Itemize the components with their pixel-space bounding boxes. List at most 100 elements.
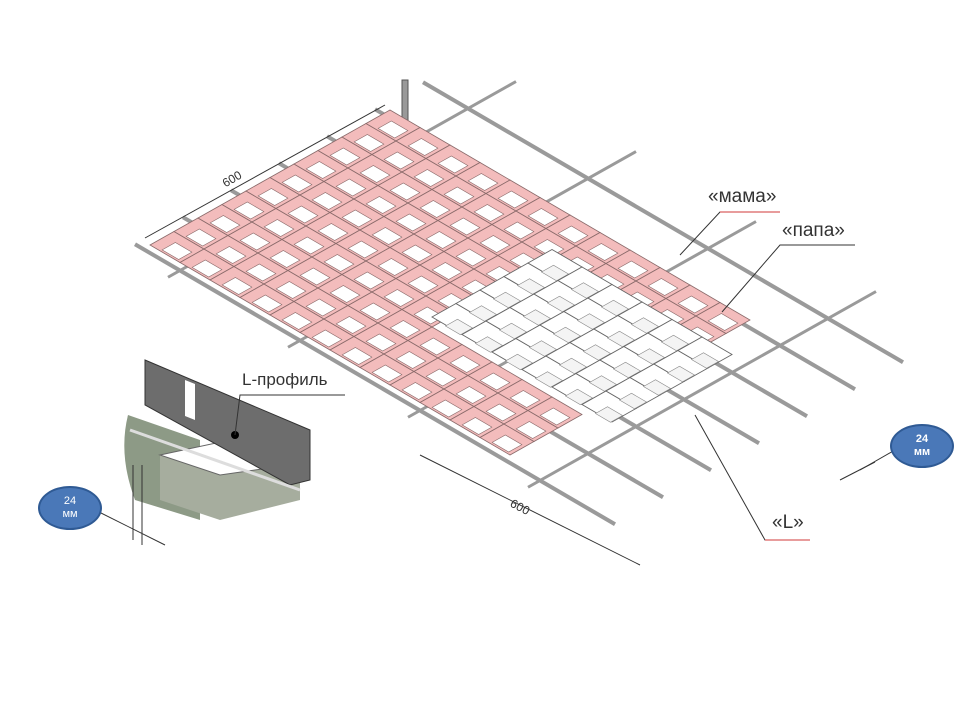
cell-opening <box>419 200 451 218</box>
cell-opening <box>395 351 427 369</box>
cell-opening <box>503 221 535 240</box>
white-cell-opening <box>498 322 528 340</box>
cell-opening <box>365 333 397 352</box>
cell-opening <box>245 263 277 282</box>
label-l-profile: L-профиль <box>242 370 328 389</box>
white-cell-opening <box>552 326 582 344</box>
cell-opening <box>587 243 619 261</box>
cell-opening <box>449 355 481 373</box>
cell-opening <box>491 434 523 453</box>
white-cell-opening <box>492 291 522 309</box>
white-cell-opening <box>618 392 648 410</box>
cell-opening <box>401 382 433 400</box>
cell-opening <box>425 231 457 249</box>
l-profile-inset <box>94 359 345 546</box>
white-cell-opening <box>528 340 558 357</box>
cell-opening <box>221 277 253 295</box>
cell-opening <box>497 190 529 209</box>
cell-opening <box>395 213 427 232</box>
cell-opening <box>383 151 415 170</box>
cell-opening <box>239 232 271 251</box>
cell-opening <box>407 275 439 294</box>
white-cell-opening <box>516 278 546 295</box>
pink-cell-grid <box>149 109 751 456</box>
cell-opening <box>353 271 385 290</box>
cell-opening <box>263 219 295 237</box>
cell-opening <box>311 192 343 210</box>
cell-opening <box>707 313 739 331</box>
cell-opening <box>269 250 301 268</box>
cell-opening <box>209 215 241 233</box>
cell-opening <box>413 169 445 187</box>
cell-opening <box>479 372 511 391</box>
white-cell-opening <box>468 305 498 322</box>
cell-opening <box>299 267 331 286</box>
badge-unit: мм <box>913 446 931 458</box>
white-cell-opening <box>570 282 600 299</box>
white-cell-opening <box>474 336 504 353</box>
cell-opening <box>281 312 313 330</box>
cell-opening <box>377 120 409 139</box>
badge-unit: мм <box>62 508 78 520</box>
cell-opening <box>185 228 217 247</box>
badge-24mm-right: 24 мм <box>890 424 954 468</box>
cell-opening <box>437 155 469 174</box>
rail <box>527 290 877 489</box>
cell-opening <box>215 246 247 264</box>
white-cell-opening <box>546 295 576 313</box>
white-cell-opening <box>582 344 612 361</box>
label-mama: «мама» <box>708 186 777 207</box>
cell-opening <box>347 240 379 259</box>
cell-opening <box>341 347 373 365</box>
cell-opening <box>359 302 391 321</box>
cell-opening <box>353 134 385 152</box>
cell-opening <box>467 173 499 191</box>
cell-opening <box>527 208 559 226</box>
cell-opening <box>371 364 403 383</box>
cell-opening <box>539 407 571 426</box>
cell-opening <box>461 417 493 435</box>
rail <box>133 242 617 526</box>
cell-opening <box>401 244 433 263</box>
badge-24mm-left: 24 мм <box>38 486 102 530</box>
cell-opening <box>431 262 463 280</box>
white-cell-opening <box>660 334 690 352</box>
cell-opening <box>341 209 373 228</box>
cell-opening <box>323 254 355 272</box>
white-cell-opening <box>558 357 588 375</box>
cell-opening <box>335 316 367 334</box>
cell-opening <box>161 242 193 260</box>
cell-opening <box>425 368 457 387</box>
cell-opening <box>305 298 337 317</box>
label-papa: «папа» <box>782 220 845 241</box>
white-cell-opening <box>534 371 564 388</box>
cell-opening <box>233 201 265 220</box>
cell-opening <box>359 165 391 183</box>
cell-opening <box>407 138 439 156</box>
cell-opening <box>509 390 541 408</box>
cell-opening <box>329 285 361 303</box>
white-cell-opening <box>504 353 534 371</box>
white-cell-opening <box>630 317 660 334</box>
white-cell-opening <box>564 388 594 406</box>
cell-opening <box>557 225 589 244</box>
cell-opening <box>455 386 487 404</box>
white-cell-opening <box>576 313 606 330</box>
cell-opening <box>647 278 679 296</box>
cell-opening <box>473 204 505 222</box>
cell-opening <box>449 217 481 236</box>
cell-opening <box>443 186 475 205</box>
cell-opening <box>479 235 511 253</box>
cell-opening <box>389 320 421 338</box>
white-cell-opening <box>444 318 474 336</box>
white-cell-opening <box>594 406 624 423</box>
white-cell-opening <box>642 379 672 396</box>
cell-opening <box>305 161 337 179</box>
cell-opening <box>377 258 409 276</box>
cell-opening <box>677 295 709 314</box>
cell-opening <box>329 147 361 166</box>
cell-opening <box>383 289 415 307</box>
cell-opening <box>335 178 367 197</box>
white-cell-block <box>431 248 733 423</box>
